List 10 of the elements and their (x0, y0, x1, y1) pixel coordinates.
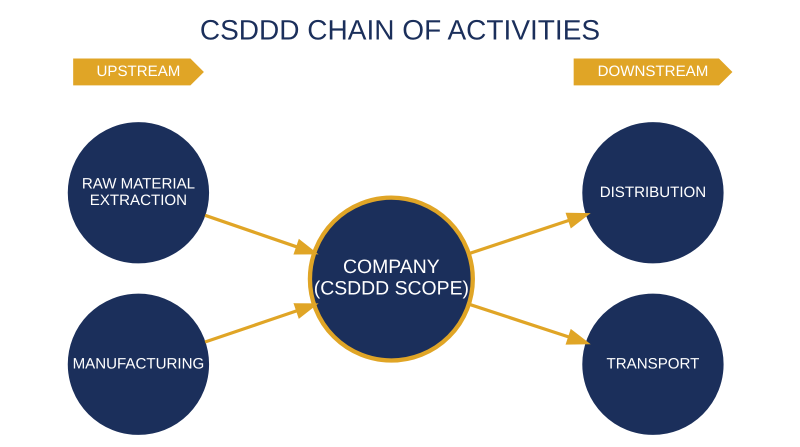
node-circle: MANUFACTURING (68, 294, 210, 435)
arrow (204, 214, 319, 255)
arrow (468, 212, 591, 256)
node-circle: RAW MATERIAL EXTRACTION (68, 122, 210, 264)
node-circle: DISTRIBUTION (582, 122, 724, 264)
node-circle: TRANSPORT (582, 294, 724, 435)
diagram-title: CSDDD CHAIN OF ACTIVITIES (200, 14, 600, 46)
arrow (204, 303, 319, 344)
node-circle: COMPANY (CSDDD SCOPE) (308, 195, 475, 363)
arrow (468, 302, 591, 345)
